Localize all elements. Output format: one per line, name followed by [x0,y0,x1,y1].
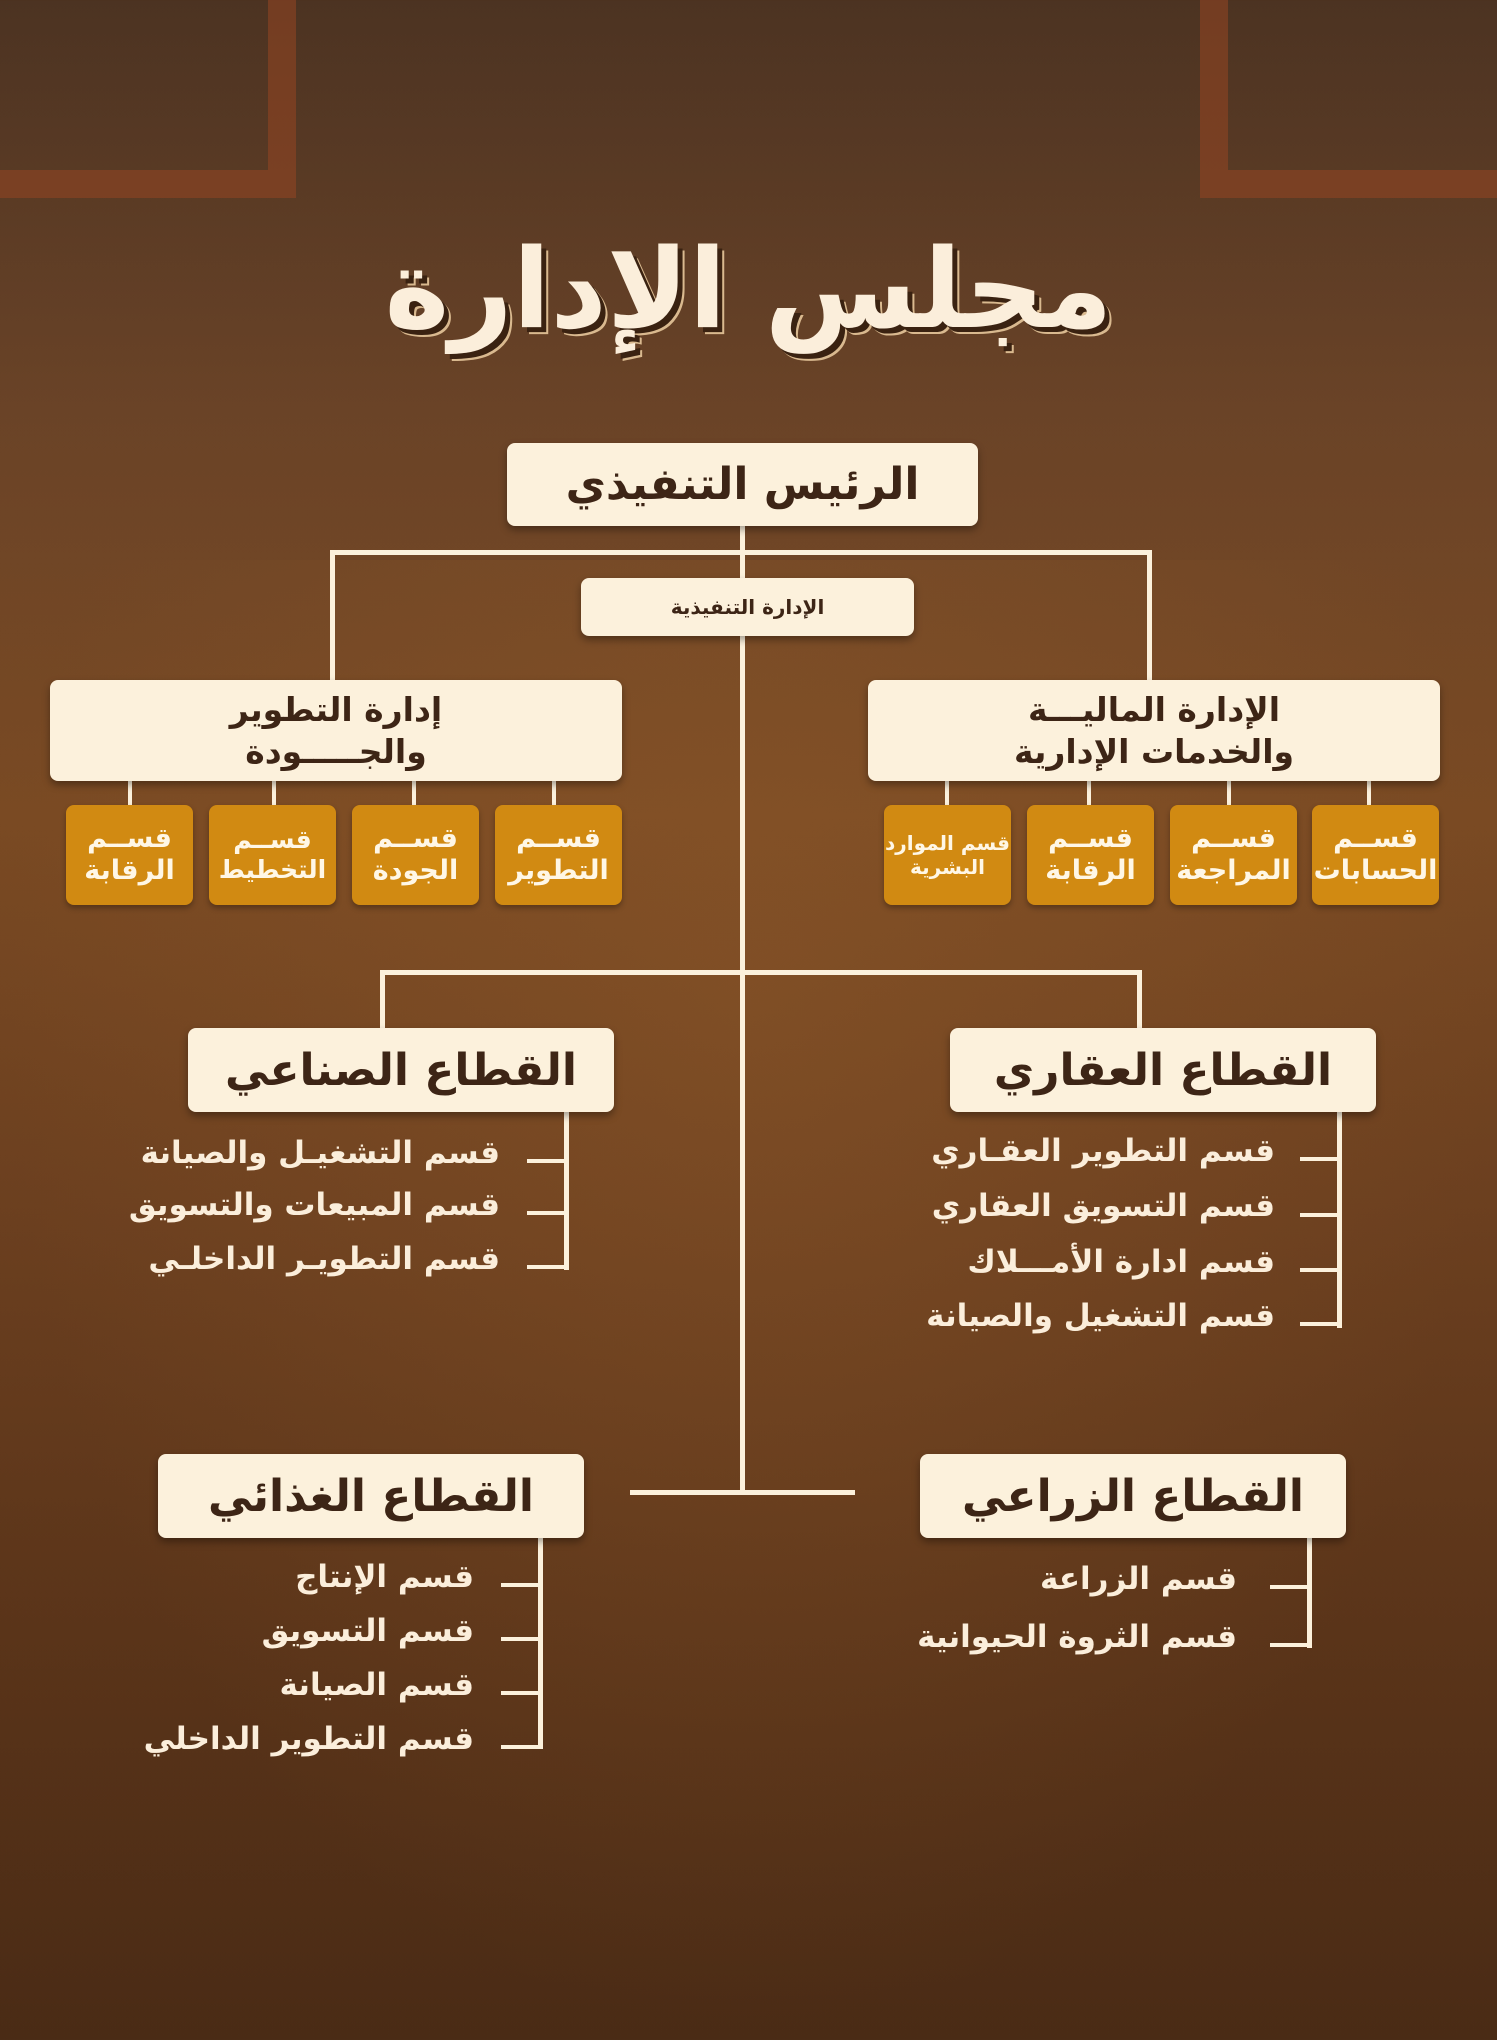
industrial-title: القطاع الصناعي [224,1044,578,1096]
realestate-sector-box: القطاع العقاري [950,1028,1376,1112]
exec-admin-label: الإدارة التنفيذية [670,594,825,619]
finance-unit: قســم الرقابة [1027,805,1154,905]
connector [630,1490,855,1495]
connector [1270,1585,1312,1589]
finance-unit: قســم المراجعة [1170,805,1297,905]
industrial-item: قسم المبيعات والتسويق [128,1187,500,1223]
connector [501,1745,543,1749]
agricultural-item: قسم الزراعة [1040,1561,1237,1597]
connector [380,970,385,1030]
agricultural-title: القطاع الزراعي [962,1470,1304,1522]
unit-label: قســم التخطيط [218,825,327,884]
unit-label: قســم المراجعة [1176,822,1291,886]
unit-label: قسم الموارد البشرية [884,831,1011,879]
finance-dept-box: الإدارة الماليـــة والخدمات الإدارية [868,680,1440,781]
connector [1367,780,1371,806]
page-title: مجلس الإدارة [384,225,1113,353]
connector [527,1211,569,1215]
connector [272,780,276,806]
finance-unit: قســم الحسابات [1312,805,1439,905]
development-dept-box: إدارة التطوير والجـــــودة [50,680,622,781]
industrial-sector-box: القطاع الصناعي [188,1028,614,1112]
agricultural-item: قسم الثروة الحيوانية [917,1619,1237,1655]
connector [740,525,745,1490]
decorative-arch-right [1200,0,1497,198]
food-sector-box: القطاع الغذائي [158,1454,584,1538]
food-item: قسم التطوير الداخلي [143,1721,474,1757]
finance-title-line1: الإدارة الماليـــة [1027,690,1281,730]
food-item: قسم الإنتاج [295,1559,474,1595]
connector [945,780,949,806]
connector [552,780,556,806]
decorative-arch-left [0,0,296,198]
food-title: القطاع الغذائي [207,1470,534,1522]
connector [501,1691,543,1695]
food-item: قسم التسويق [261,1613,474,1649]
development-unit: قســم الرقابة [66,805,193,905]
realestate-item: قسم التسويق العقاري [931,1188,1275,1224]
agricultural-sector-box: القطاع الزراعي [920,1454,1346,1538]
unit-label: قســم التطوير [508,822,609,886]
ceo-label: الرئيس التنفيذي [565,459,920,510]
connector [380,970,1142,975]
finance-unit: قسم الموارد البشرية [884,805,1011,905]
development-title-line1: إدارة التطوير [229,690,443,730]
development-unit: قســم التطوير [495,805,622,905]
connector [412,780,416,806]
connector [128,780,132,806]
connector [527,1159,569,1163]
development-unit: قســم التخطيط [209,805,336,905]
connector [1087,780,1091,806]
connector [1300,1213,1342,1217]
finance-title-line2: والخدمات الإدارية [1013,731,1295,771]
connector [1137,970,1142,1030]
connector [501,1583,543,1587]
realestate-item: قسم التطوير العقـاري [931,1133,1275,1169]
ceo-box: الرئيس التنفيذي [507,443,978,526]
connector [538,1536,543,1748]
connector [1270,1643,1312,1647]
connector [564,1110,569,1270]
realestate-item: قسم ادارة الأمـــلاك [967,1244,1275,1280]
development-unit: قســم الجودة [352,805,479,905]
industrial-item: قسم التطويـر الداخلـي [148,1241,500,1277]
connector [1307,1536,1312,1648]
connector [330,550,1152,555]
industrial-item: قسم التشغيـل والصيانة [140,1135,500,1171]
connector [1300,1322,1342,1326]
connector [527,1265,569,1269]
connector [1227,780,1231,806]
connector [501,1637,543,1641]
exec-admin-box: الإدارة التنفيذية [581,578,914,636]
connector [1147,550,1152,680]
unit-label: قســم الرقابة [1045,822,1136,886]
connector [1337,1110,1342,1328]
connector [1300,1268,1342,1272]
connector [1300,1157,1342,1161]
unit-label: قســم الرقابة [84,822,175,886]
unit-label: قســم الحسابات [1313,822,1438,886]
realestate-title: القطاع العقاري [993,1044,1333,1096]
connector [330,550,335,680]
realestate-item: قسم التشغيل والصيانة [926,1298,1275,1334]
development-title-line2: والجـــــودة [245,731,427,771]
food-item: قسم الصيانة [279,1667,475,1703]
unit-label: قســم الجودة [372,822,459,886]
